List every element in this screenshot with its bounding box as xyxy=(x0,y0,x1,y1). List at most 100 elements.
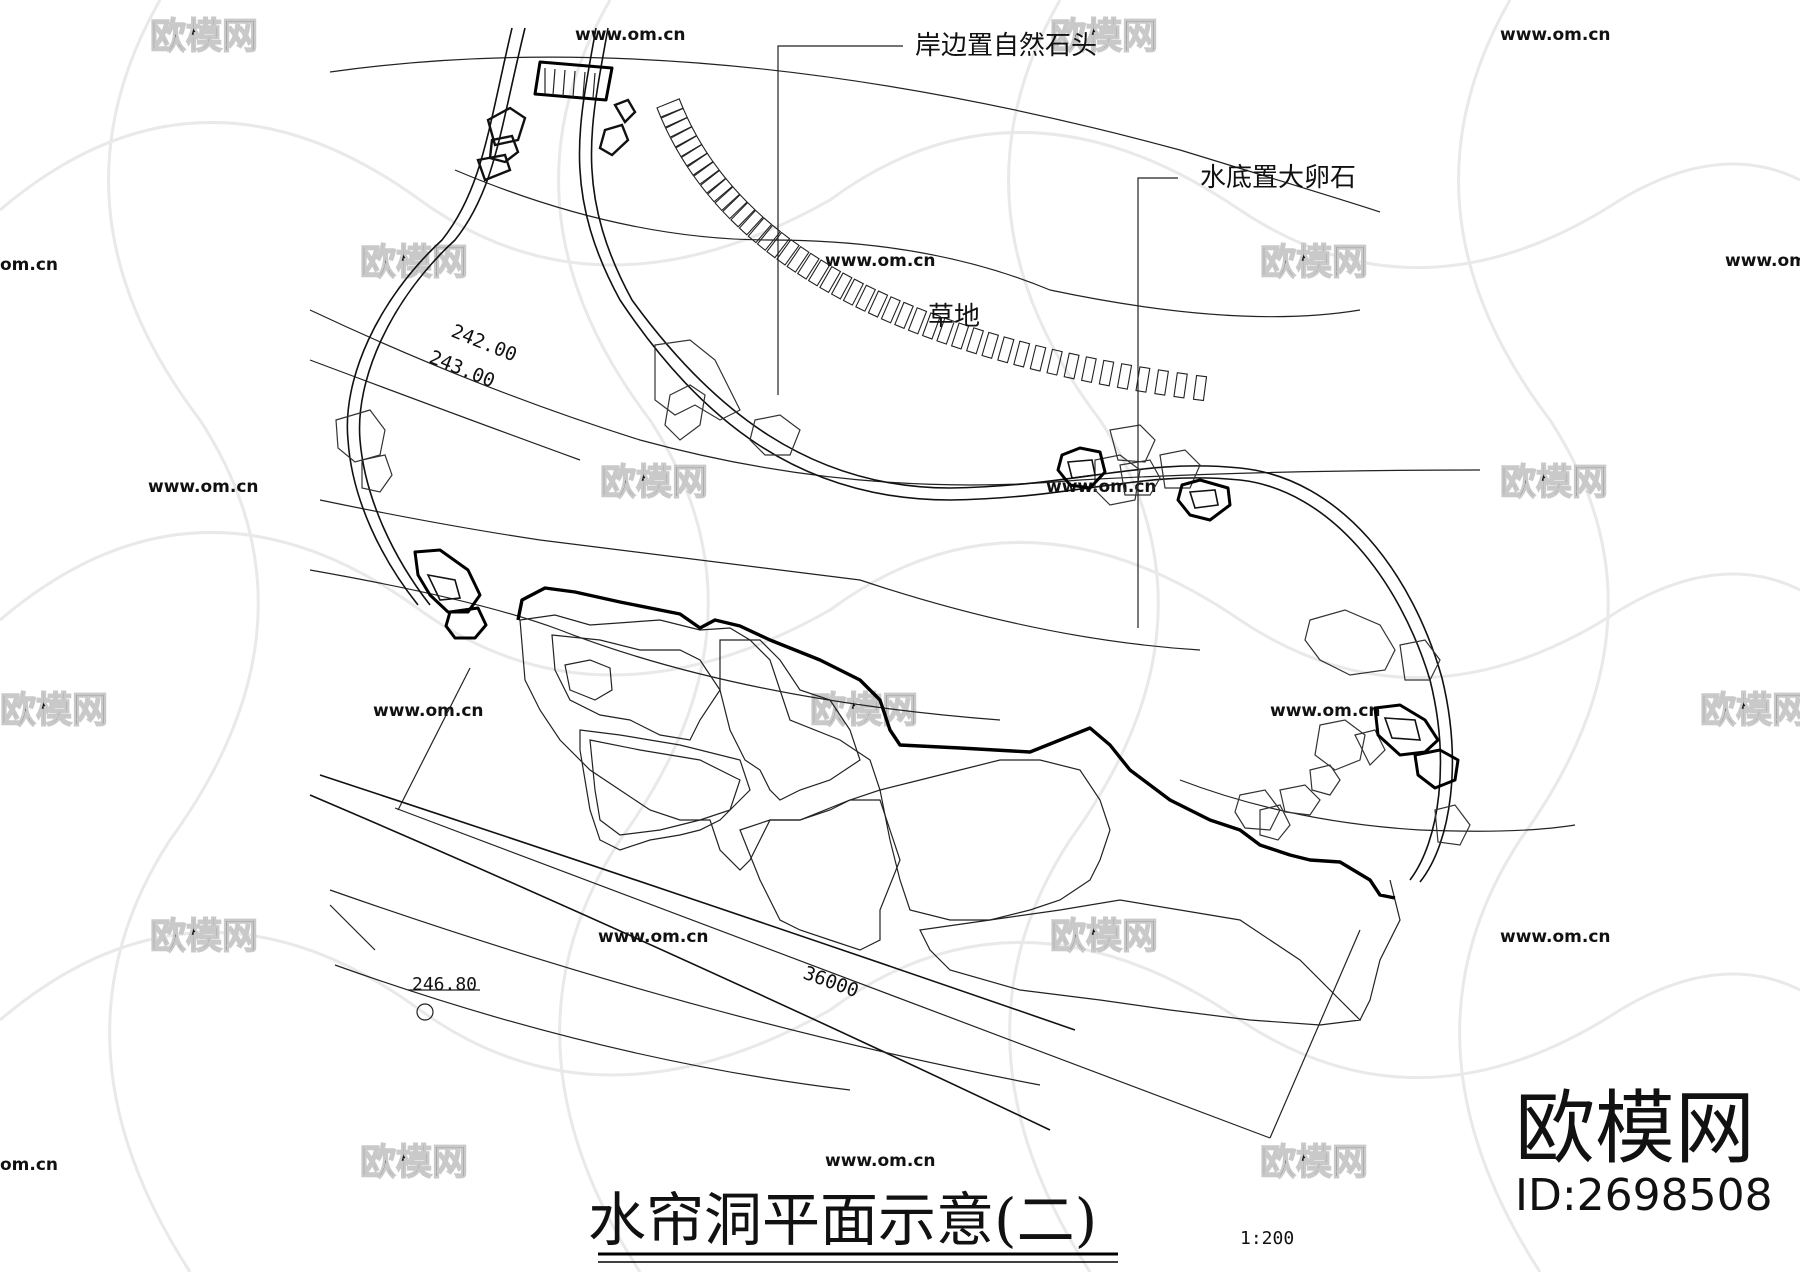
paver-stone xyxy=(730,201,756,228)
pebble xyxy=(444,606,488,640)
shore-stone xyxy=(664,384,706,441)
watermark-url: www.om.cn xyxy=(598,927,709,947)
pebble xyxy=(476,153,512,182)
watermark-text: 欧模网 xyxy=(1050,916,1158,957)
shore-stone xyxy=(1304,609,1396,676)
watermark-text: 欧模网 xyxy=(150,16,258,57)
pebble xyxy=(1413,748,1460,790)
rock-mass-center xyxy=(719,639,861,801)
bottom-pebbles xyxy=(413,98,1460,790)
footbridge xyxy=(533,60,614,102)
watermark-url: www.om.cn xyxy=(825,1151,936,1171)
road-edges xyxy=(309,774,1076,1131)
dimension-line xyxy=(394,667,1361,1139)
pebble-inner xyxy=(1188,489,1219,509)
paver-stone xyxy=(1098,359,1115,387)
rock-mass-east xyxy=(879,759,1111,921)
pebble xyxy=(1056,446,1107,490)
paver-stone xyxy=(664,116,693,138)
paver-stone xyxy=(1116,363,1133,390)
paver-stone xyxy=(921,312,941,340)
shore-stone xyxy=(1094,454,1141,506)
label-pebbles: 水底置大卵石 xyxy=(1200,163,1356,193)
paver-stone xyxy=(907,307,928,335)
watermark-url: om.cn xyxy=(0,255,58,275)
paver-stone xyxy=(807,259,831,287)
label-lawn: 草地 xyxy=(928,302,980,332)
paver-stone xyxy=(722,193,748,220)
pebble xyxy=(613,98,637,124)
watermark-url: www.om.cn xyxy=(1725,251,1800,271)
pebble xyxy=(1373,703,1440,757)
paver-stone xyxy=(842,278,865,306)
brand-id: ID:2698508 xyxy=(1515,1170,1773,1221)
watermark-text: 欧模网 xyxy=(1050,16,1158,57)
rock-mass-west xyxy=(579,729,751,851)
shore-stone xyxy=(654,339,741,421)
shore-stone xyxy=(1314,719,1366,771)
paver-stone xyxy=(706,177,734,203)
paver-stone xyxy=(693,161,720,186)
paver-stone xyxy=(950,322,970,350)
watermark-text: 欧模网 xyxy=(0,690,108,731)
watermark-url: www.om.cn xyxy=(825,251,936,271)
shore-stone xyxy=(1309,764,1341,796)
paver-stone xyxy=(936,317,955,345)
paver-stone xyxy=(714,186,741,212)
shore-stone xyxy=(1259,804,1291,841)
watermark-url: www.om.cn xyxy=(148,477,259,497)
paver-stone xyxy=(699,169,727,194)
shore-stones xyxy=(335,339,1471,846)
paver-stone xyxy=(669,126,698,148)
watermark-url: www.om.cn xyxy=(575,25,686,45)
paver-stone xyxy=(997,336,1015,364)
watermark-text: 欧模网 xyxy=(1700,690,1800,731)
brand-watermark: 欧模网 xyxy=(1515,1082,1755,1175)
spot-elevation: 246.80 xyxy=(412,974,477,995)
contour-lines xyxy=(309,56,1576,832)
rock-mass-inner-2 xyxy=(564,659,613,701)
watermark-url: www.om.cn xyxy=(1500,25,1611,45)
watermark-text: 欧模网 xyxy=(600,462,708,503)
paver-stone xyxy=(1080,356,1097,384)
paver-stone xyxy=(1013,340,1031,368)
shore-stone xyxy=(1354,729,1386,767)
paver-stone xyxy=(880,296,901,324)
paver-stone xyxy=(796,252,820,280)
pebble-inner xyxy=(1383,717,1422,741)
shore-stone xyxy=(1399,639,1441,681)
watermark-text: 欧模网 xyxy=(360,242,468,283)
paver-stone xyxy=(766,231,791,259)
paver-stone xyxy=(786,245,810,273)
pebble xyxy=(1176,478,1232,522)
paver-stone xyxy=(660,107,688,128)
watermark-url: www.om.cn xyxy=(373,701,484,721)
label-shore-stones: 岸边置自然石头 xyxy=(915,31,1097,61)
paver-stone xyxy=(894,301,914,330)
rock-mass-edge xyxy=(1359,879,1401,1021)
paver-stone xyxy=(867,290,889,318)
paver-stone xyxy=(1192,374,1208,402)
watermark-text: 欧模网 xyxy=(1260,242,1368,283)
elevation-marker-circle xyxy=(416,1003,434,1021)
watermark-text: 欧模网 xyxy=(360,1142,468,1183)
watermark-url: www.om.cn xyxy=(1270,701,1381,721)
paver-stone xyxy=(686,152,714,176)
drawing-title: 水帘洞平面示意(二) xyxy=(588,1186,1097,1254)
shore-stone xyxy=(1434,804,1471,846)
paver-stone xyxy=(656,98,684,118)
watermark-url: om.cn xyxy=(0,1155,58,1175)
shore-stone xyxy=(749,414,801,456)
drawing-scale: 1:200 xyxy=(1240,1228,1294,1249)
paver-stone xyxy=(747,217,773,244)
shore-stone xyxy=(1109,424,1156,463)
watermark-text: 欧模网 xyxy=(1260,1142,1368,1183)
rock-mass-west-inner xyxy=(589,739,741,836)
paver-stone xyxy=(1063,352,1080,380)
rock-mass-south xyxy=(739,799,901,951)
paver-stone xyxy=(855,284,877,312)
paver-stone xyxy=(830,272,853,300)
